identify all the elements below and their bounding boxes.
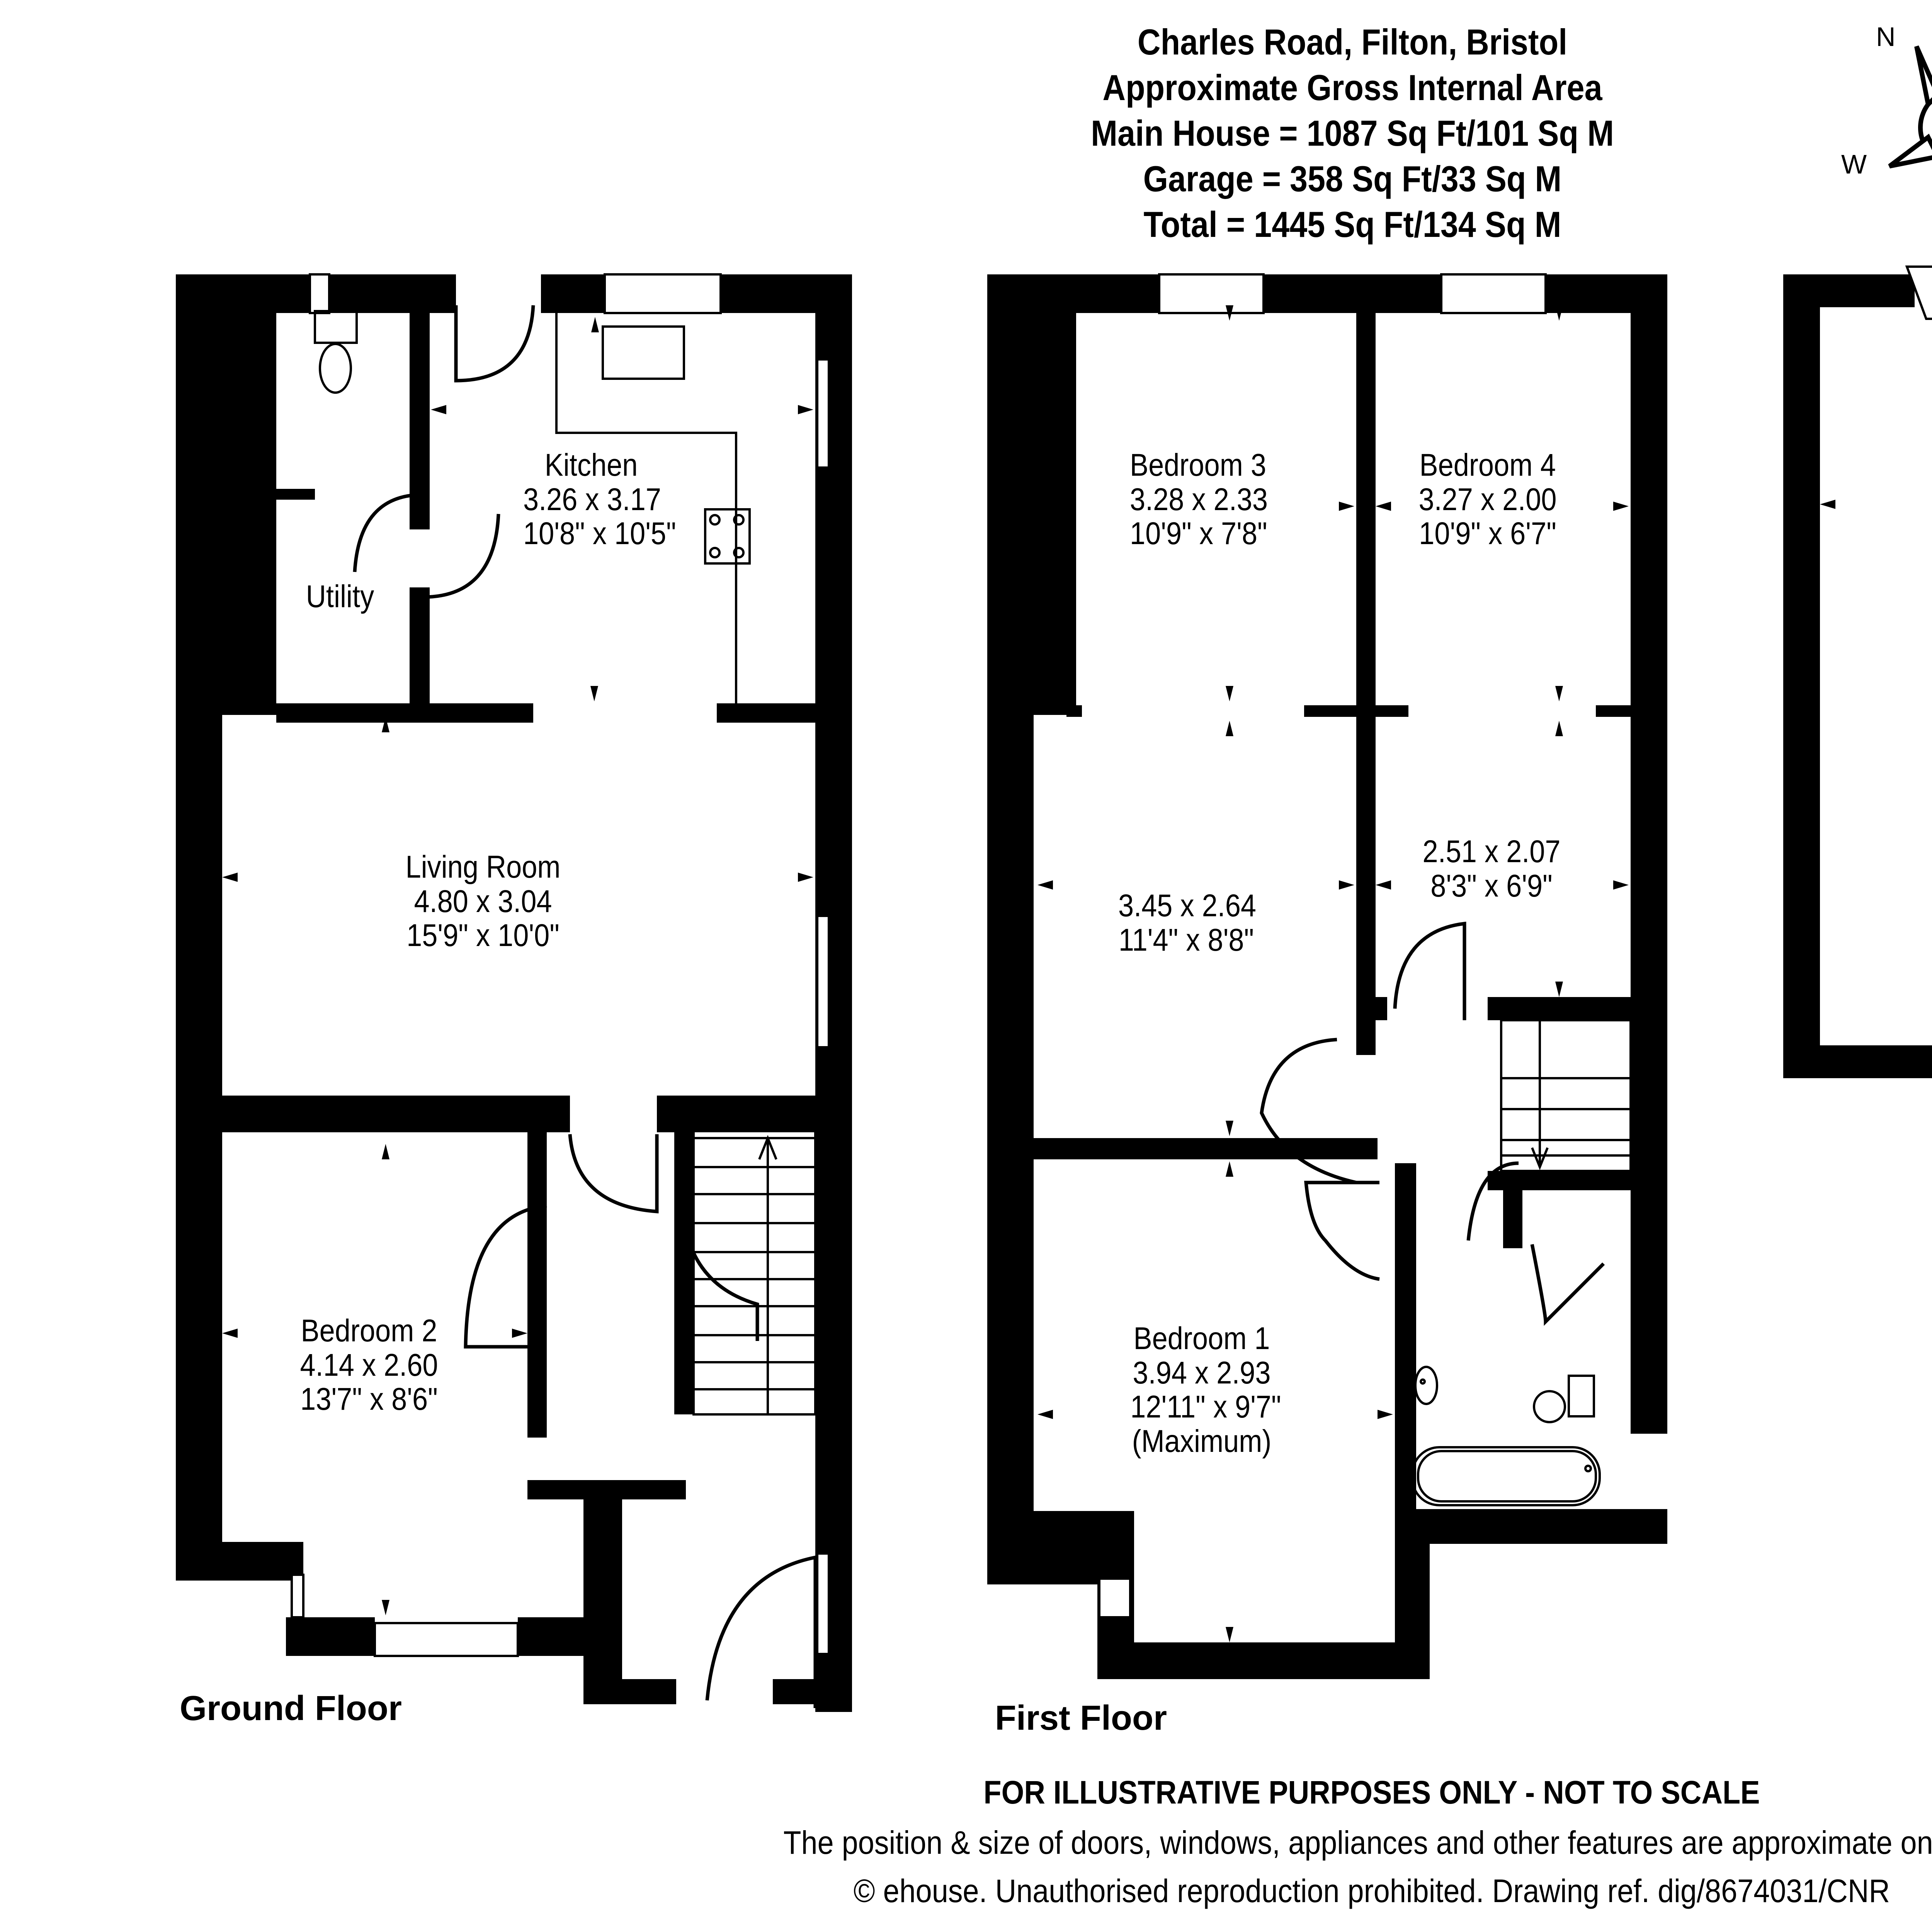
room-name: Bedroom 2 (301, 1313, 437, 1348)
copyright-text: © ehouse. Unauthorised reproduction proh… (853, 1873, 1890, 1909)
room-name: Utility (306, 579, 374, 614)
main-house-area: Main House = 1087 Sq Ft/101 Sq M (1091, 113, 1614, 153)
room-label-living-room: Living Room 4.80 x 3.04 15'9" x 10'0" (398, 850, 568, 953)
room-label-first-floor-small-room: 2.51 x 2.07 8'3" x 6'9" (1420, 834, 1563, 904)
room-imperial: 15'9" x 10'0" (406, 918, 560, 953)
first-floor-plan (987, 273, 1667, 1679)
area-subtitle: Approximate Gross Internal Area (1102, 67, 1602, 108)
room-label-bedroom-3: Bedroom 3 3.28 x 2.33 10'9" x 7'8" (1130, 448, 1268, 551)
room-label-bedroom-2: Bedroom 2 4.14 x 2.60 13'7" x 8'6" (293, 1314, 446, 1417)
total-area: Total = 1445 Sq Ft/134 Sq M (1143, 204, 1561, 245)
room-imperial: 10'9" x 6'7" (1419, 516, 1556, 551)
room-note: (Maximum) (1132, 1423, 1272, 1459)
area-summary-header: Charles Road, Filton, Bristol Approximat… (1029, 19, 1675, 247)
room-name: Kitchen (544, 448, 638, 483)
first-floor-label: First Floor (995, 1699, 1167, 1737)
garage-area: Garage = 358 Sq Ft/33 Sq M (1143, 158, 1562, 199)
room-imperial: 11'4" x 8'8" (1118, 922, 1254, 958)
approximation-note: The position & size of doors, windows, a… (783, 1824, 1932, 1861)
garage-plan (1783, 265, 1932, 1078)
room-metric: 3.45 x 2.64 (1118, 888, 1257, 923)
compass-rose-icon (1888, 45, 1932, 168)
compass-west-label: W (1841, 149, 1867, 179)
room-metric: 4.80 x 3.04 (414, 883, 552, 919)
room-metric: 3.28 x 2.33 (1130, 482, 1268, 517)
ground-floor-plan (176, 273, 852, 1712)
room-name: Bedroom 1 (1133, 1321, 1270, 1356)
room-metric: 3.94 x 2.93 (1133, 1355, 1271, 1390)
room-name: Bedroom 4 (1419, 448, 1556, 483)
room-imperial: 12'11" x 9'7" (1130, 1389, 1281, 1425)
room-label-first-floor-room: 3.45 x 2.64 11'4" x 8'8" (1118, 888, 1257, 958)
room-imperial: 10'8" x 10'5" (523, 516, 676, 551)
room-label-utility: Utility (289, 579, 391, 614)
room-metric: 2.51 x 2.07 (1422, 834, 1561, 869)
ground-floor-label: Ground Floor (180, 1689, 402, 1728)
property-address: Charles Road, Filton, Bristol (1137, 22, 1568, 62)
room-imperial: 13'7" x 8'6" (300, 1382, 438, 1417)
room-imperial: 10'9" x 7'8" (1130, 516, 1267, 551)
room-name: Living Room (405, 849, 561, 885)
room-metric: 3.27 x 2.00 (1418, 482, 1557, 517)
room-label-kitchen: Kitchen 3.26 x 3.17 10'8" x 10'5" (523, 448, 676, 551)
disclaimer-text: FOR ILLUSTRATIVE PURPOSES ONLY - NOT TO … (983, 1774, 1760, 1811)
room-label-bedroom-1: Bedroom 1 3.94 x 2.93 12'11" x 9'7" (Max… (1130, 1321, 1281, 1459)
room-name: Bedroom 3 (1130, 448, 1266, 483)
room-label-bedroom-4: Bedroom 4 3.27 x 2.00 10'9" x 6'7" (1416, 448, 1559, 551)
room-metric: 4.14 x 2.60 (300, 1347, 438, 1383)
room-imperial: 8'3" x 6'9" (1430, 868, 1553, 904)
compass-north-label: N (1876, 22, 1896, 52)
room-metric: 3.26 x 3.17 (523, 482, 662, 517)
